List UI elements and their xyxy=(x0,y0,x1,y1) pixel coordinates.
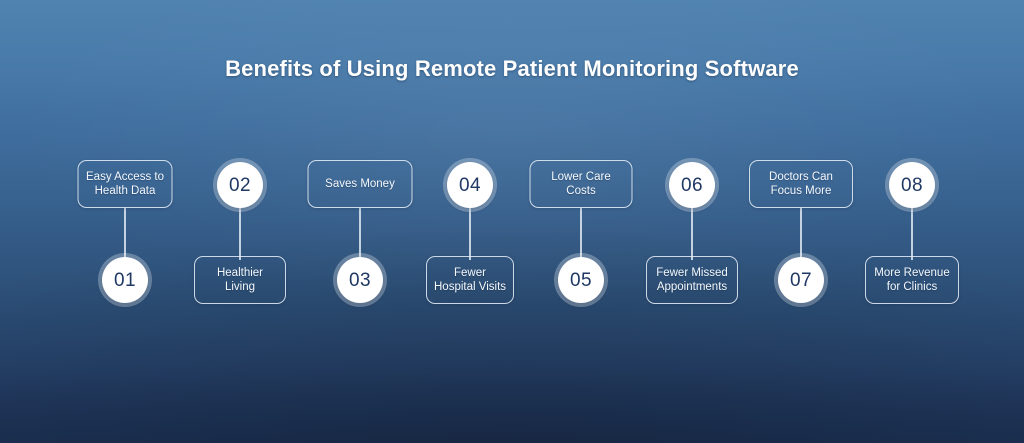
benefit-label-box[interactable]: Easy Access to Health Data xyxy=(77,160,173,208)
connector-line xyxy=(911,208,913,260)
benefit-number-text: 07 xyxy=(790,269,812,291)
benefit-label-text: Lower Care Costs xyxy=(551,170,611,198)
benefit-label-text: Doctors Can Focus More xyxy=(769,170,833,198)
benefit-number-text: 05 xyxy=(570,269,592,291)
benefit-item-08: More Revenue for Clinics 08 xyxy=(865,150,959,320)
benefit-number-circle[interactable]: 08 xyxy=(889,162,935,208)
connector-line xyxy=(691,208,693,260)
benefit-label-box[interactable]: Saves Money xyxy=(307,160,413,208)
benefit-item-01: Easy Access to Health Data 01 xyxy=(77,150,173,320)
benefit-label-box[interactable]: More Revenue for Clinics xyxy=(865,256,959,304)
benefit-label-text: Saves Money xyxy=(325,177,395,190)
benefit-number-text: 08 xyxy=(901,174,923,196)
connector-line xyxy=(469,208,471,260)
benefit-label-box[interactable]: Healthier Living xyxy=(194,256,286,304)
benefit-item-05: Lower Care Costs 05 xyxy=(529,150,633,320)
benefit-number-text: 02 xyxy=(229,174,251,196)
benefit-label-box[interactable]: Fewer Missed Appointments xyxy=(646,256,738,304)
benefit-item-07: Doctors Can Focus More 07 xyxy=(749,150,853,320)
page-title: Benefits of Using Remote Patient Monitor… xyxy=(225,56,799,81)
connector-line xyxy=(239,208,241,260)
benefit-item-02: Healthier Living 02 xyxy=(194,150,286,320)
benefit-label-text: More Revenue for Clinics xyxy=(874,266,950,294)
benefit-label-box[interactable]: Lower Care Costs xyxy=(529,160,633,208)
benefit-number-circle[interactable]: 03 xyxy=(337,257,383,303)
benefit-number-text: 06 xyxy=(681,174,703,196)
benefit-item-06: Fewer Missed Appointments 06 xyxy=(646,150,738,320)
benefit-number-circle[interactable]: 07 xyxy=(778,257,824,303)
connector-line xyxy=(800,208,802,260)
benefit-label-text: Easy Access to Health Data xyxy=(86,170,164,198)
benefit-label-box[interactable]: Doctors Can Focus More xyxy=(749,160,853,208)
benefit-number-circle[interactable]: 01 xyxy=(102,257,148,303)
benefit-label-text: Healthier Living xyxy=(216,266,264,294)
benefit-item-03: Saves Money 03 xyxy=(307,150,413,320)
connector-line xyxy=(124,208,126,260)
benefit-label-box[interactable]: Fewer Hospital Visits xyxy=(426,256,514,304)
benefit-number-text: 01 xyxy=(114,269,136,291)
benefit-number-circle[interactable]: 06 xyxy=(669,162,715,208)
benefit-number-text: 04 xyxy=(459,174,481,196)
connector-line xyxy=(359,208,361,260)
benefit-number-circle[interactable]: 02 xyxy=(217,162,263,208)
benefit-label-text: Fewer Hospital Visits xyxy=(434,266,507,294)
benefit-item-04: Fewer Hospital Visits 04 xyxy=(426,150,514,320)
benefit-number-text: 03 xyxy=(349,269,371,291)
connector-line xyxy=(580,208,582,260)
benefit-number-circle[interactable]: 04 xyxy=(447,162,493,208)
benefit-number-circle[interactable]: 05 xyxy=(558,257,604,303)
benefit-label-text: Fewer Missed Appointments xyxy=(656,266,728,294)
